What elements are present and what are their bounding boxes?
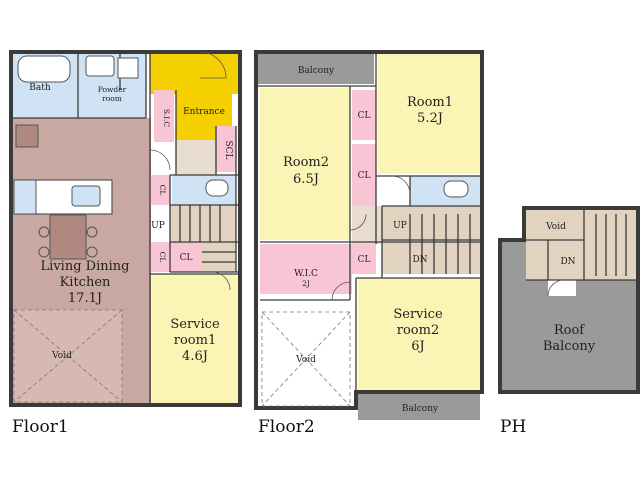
void-label: Void [51,351,72,361]
entrance-door-icon [199,51,227,79]
toilet-icon [443,180,469,198]
chair-icon [38,246,50,258]
wic-size-label: 2J [302,279,310,288]
chair-icon [86,246,98,258]
service-room2-area [358,278,480,390]
room1-label: Room1 [407,95,453,110]
service-room1-label: Service [170,317,220,332]
ldk-size-label: 17.1J [68,291,102,306]
void2-cross [261,311,351,407]
roof-balcony-label: Roof [554,323,585,338]
cl-b-label: CL [358,171,371,181]
powder-room-label: Powder [98,85,127,94]
void-cross [13,309,123,403]
service-room1-label-2: room1 [174,333,216,348]
floor2-plan: Balcony Balcony Room1 5.2J Room2 6.5J CL… [254,50,484,420]
cl-side-closet [170,242,202,272]
cl-b-closet [352,144,376,206]
room2-area [260,88,350,240]
sink-icon [117,57,139,79]
ph-door-area [548,280,576,296]
cl-lower-label: CL [158,252,167,263]
balcony-bottom-label: Balcony [402,404,439,414]
service-room2-label-2: room2 [397,323,439,338]
void2-label: Void [295,355,316,365]
chair-icon [38,226,50,238]
room1-size-label: 5.2J [417,111,443,126]
floor2-label: Floor2 [258,417,315,437]
scl-label: SCL [223,140,233,159]
ph-void-label: Void [545,222,566,232]
scl-closet [216,126,236,172]
service-room1-area [151,274,238,405]
service-room1-size-label: 4.6J [182,349,208,364]
ph-label: PH [500,417,526,437]
cl-c-label: CL [358,255,371,265]
stairs-landing [202,242,236,272]
entrance-label: Entrance [183,107,225,117]
ph-plan: Void DN Roof Balcony [498,206,640,394]
service-room2-label: Service [393,307,443,322]
up2-label: UP [393,221,407,231]
stairs-area [170,205,236,242]
cl-a-closet [352,90,376,140]
room1-area [378,54,480,174]
sic-label: S.I.C [162,109,171,128]
toilet-icon [205,179,229,197]
cl-upper-label: CL [158,185,167,196]
washer-icon [85,55,115,77]
ph-outline [498,206,640,394]
cl-side-label: CL [180,253,193,263]
floor1-label: Floor1 [12,417,69,437]
stove-icon [13,179,37,215]
dn2-label: DN [412,255,427,265]
ldk-label-2: Kitchen [60,275,111,290]
cl-lower-closet [150,242,170,272]
sic-closet [154,90,174,142]
balcony-top [258,54,374,84]
room2-size-label: 6.5J [293,172,319,187]
room2-label: Room2 [283,155,329,170]
door-icon [149,149,171,171]
entrance-area [150,52,240,94]
bathtub-icon [17,55,71,83]
balcony-top-label: Balcony [298,66,335,76]
door-icon [349,213,367,231]
chair-icon [86,226,98,238]
up-label: UP [151,221,165,231]
cl-upper-closet [150,175,170,205]
ldk-label: Living Dining [41,259,130,274]
dining-table-icon [49,214,87,260]
door-icon [391,175,411,195]
balcony-bottom [358,392,480,420]
door-icon [547,279,565,297]
hallway-2 [352,206,382,244]
fridge-icon [15,124,39,148]
floor1-plan: Bath Powder room Entrance S.I.C SCL CL C… [9,50,242,407]
wic-area [260,244,352,294]
wic-label: W.I.C [294,269,318,279]
roof-balcony-label-2: Balcony [543,339,596,354]
cl-c-closet [352,244,376,274]
ph-stairs-area [526,210,636,280]
door-icon [331,281,351,301]
powder-room-label-2: room [102,94,122,103]
ph-dn-label: DN [560,257,575,267]
bath-label: Bath [29,83,51,93]
door-icon [211,271,231,291]
cl-a-label: CL [358,111,371,121]
hallway [176,140,216,176]
kitchen-sink-icon [71,185,101,207]
service-room2-size-label: 6J [411,339,424,354]
